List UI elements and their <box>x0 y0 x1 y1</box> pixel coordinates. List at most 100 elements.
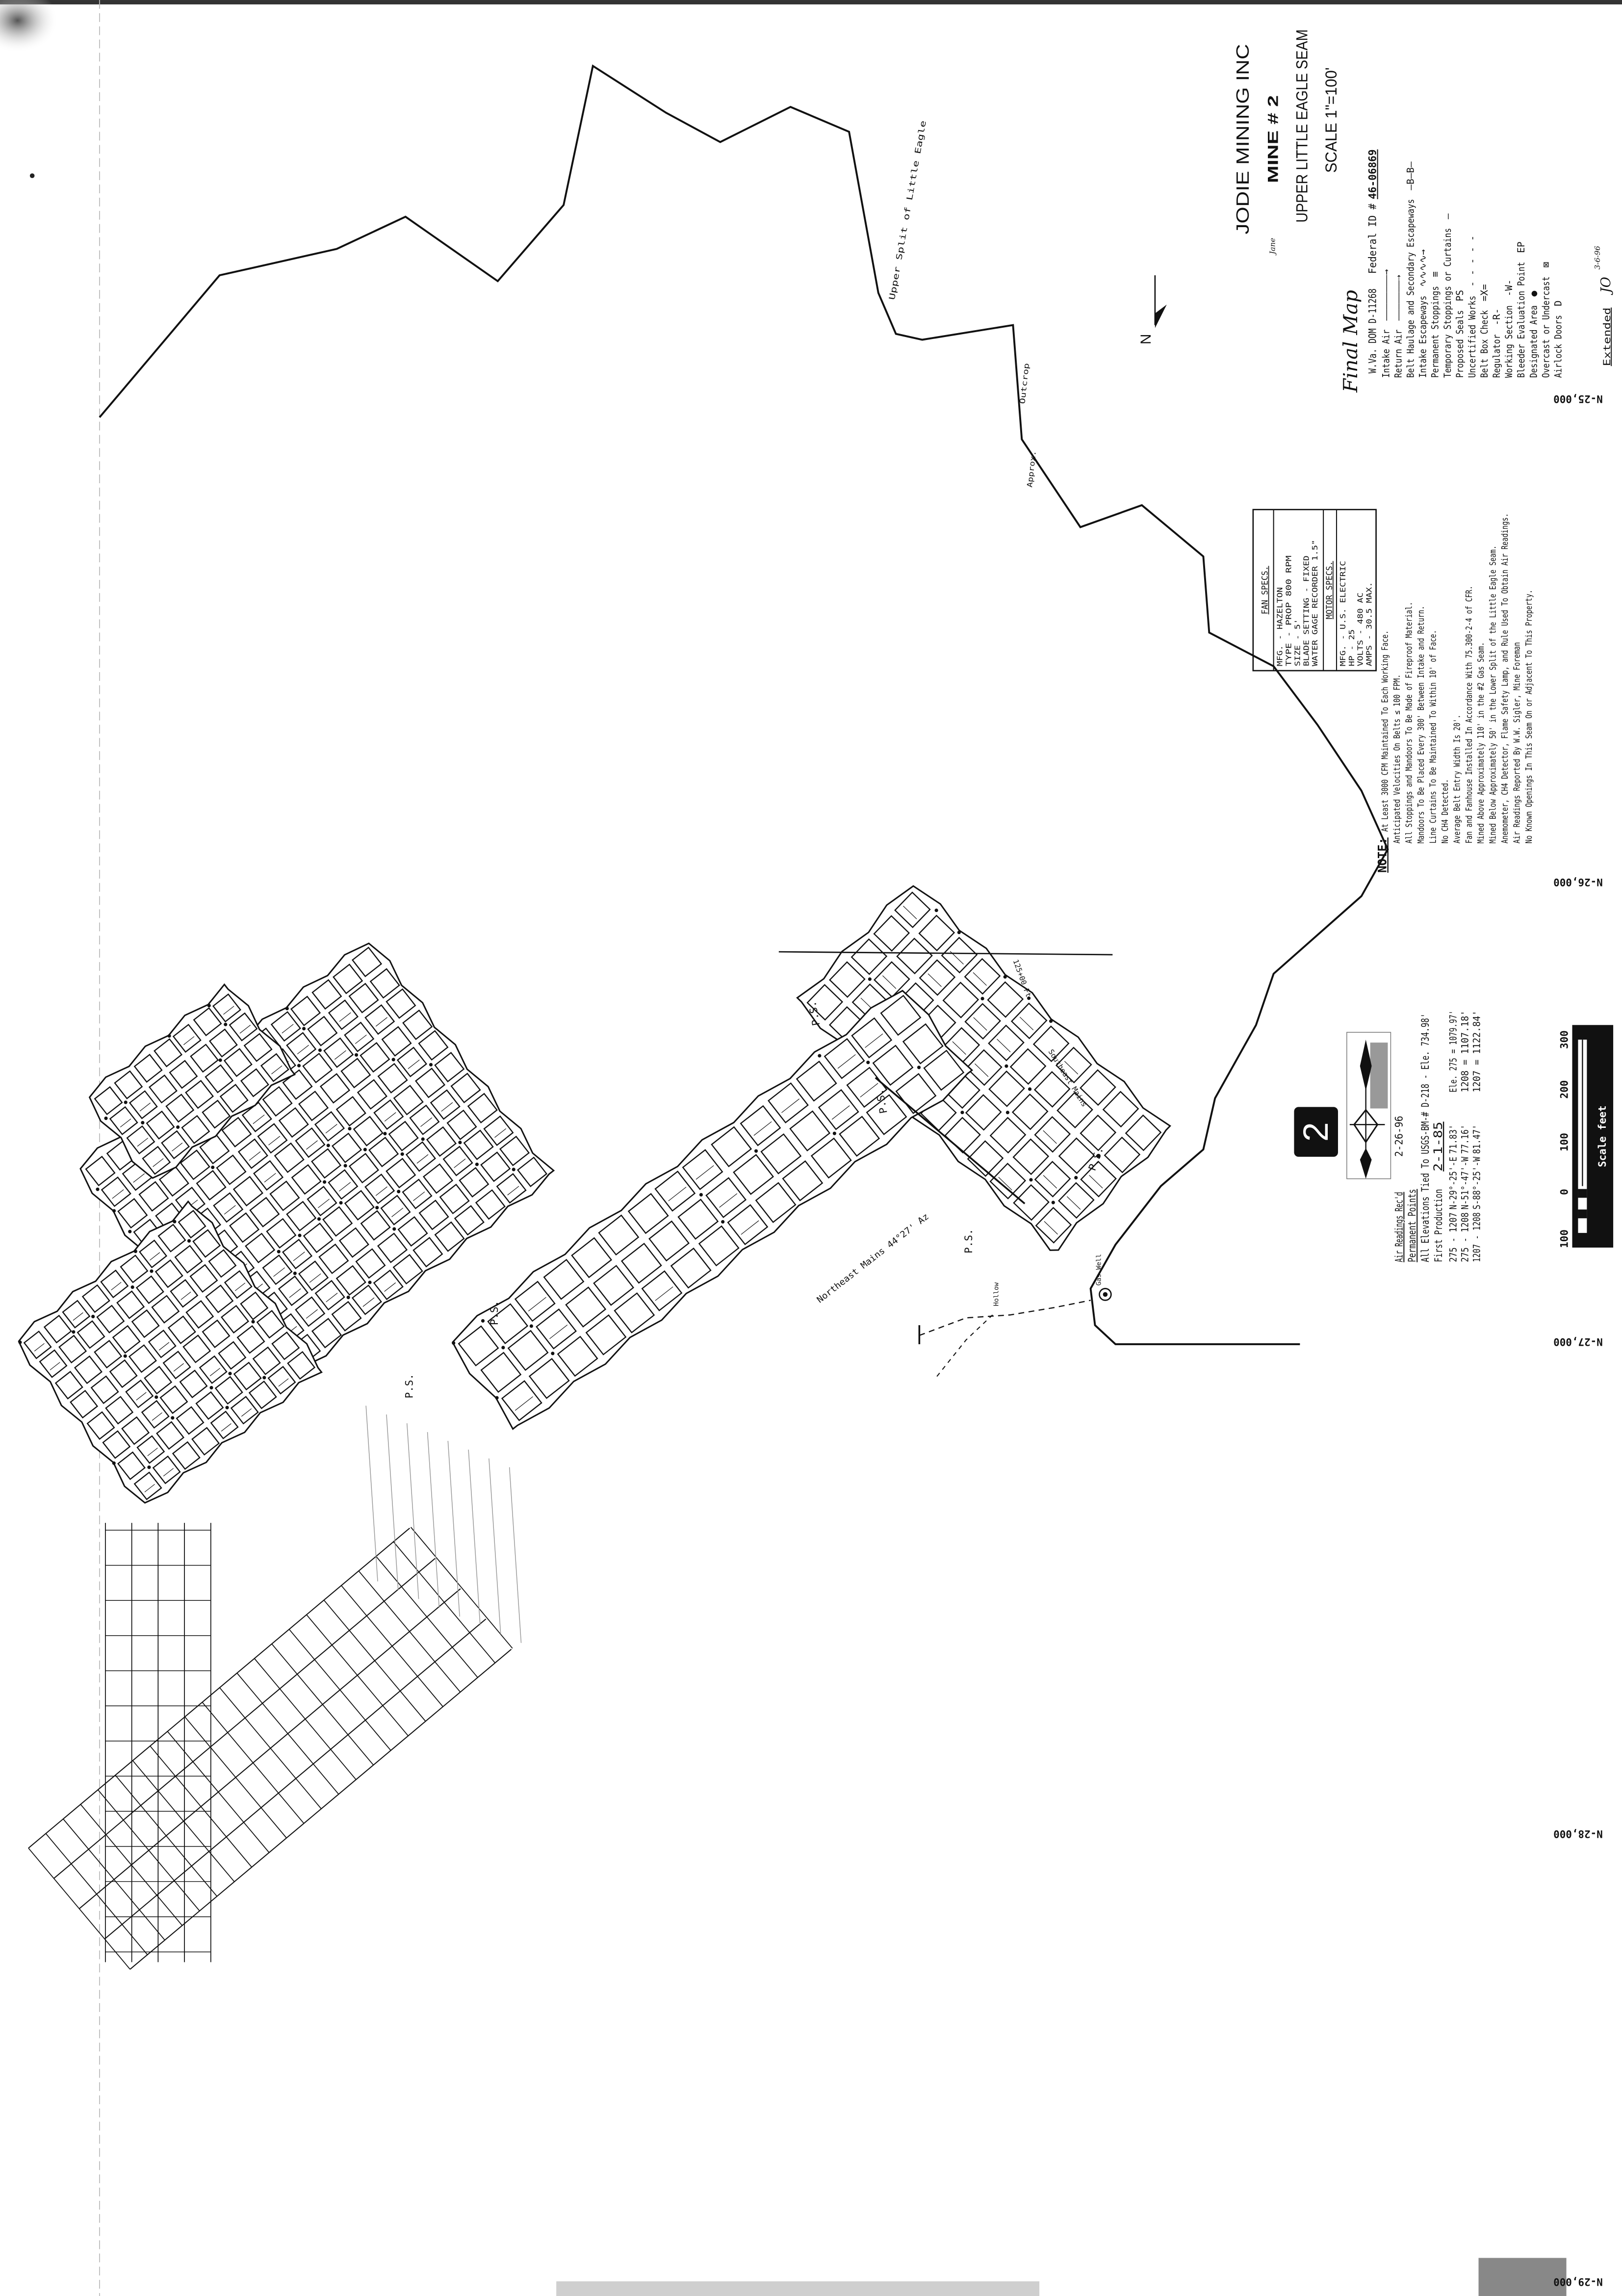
coal-pillar <box>181 1115 210 1144</box>
coal-pillar <box>182 1334 211 1363</box>
coal-pillar <box>172 1023 202 1053</box>
coal-pillar <box>380 1195 411 1226</box>
pillar-note <box>952 1041 966 1055</box>
coal-pillar <box>298 1260 329 1291</box>
coal-pillar <box>386 988 416 1019</box>
pillar-note <box>224 1205 236 1215</box>
coal-pillar <box>514 1280 556 1322</box>
pillar-note <box>384 1112 396 1122</box>
coal-pillar <box>1080 1069 1116 1106</box>
bearing-distance: 81.47' <box>1471 1124 1482 1154</box>
legend-label: Overcast or Undercast <box>1540 276 1551 378</box>
scale-tick-label: 200 <box>1559 1080 1571 1099</box>
coal-pillar <box>377 1232 408 1263</box>
pillar-note <box>655 1286 673 1301</box>
coal-pillar <box>402 1178 433 1209</box>
legend: Intake Air————————→Return Air———————⇢Bel… <box>1380 161 1564 378</box>
coal-pillar <box>333 964 363 994</box>
hatch-line <box>427 1432 440 1608</box>
coal-pillar <box>989 1117 1027 1154</box>
coal-pillar <box>434 1051 465 1083</box>
legend-symbol-icon: ————————→ <box>1380 269 1391 320</box>
coal-pillar <box>923 1049 965 1091</box>
coal-pillar <box>270 1011 301 1042</box>
survey-station-icon <box>209 1386 213 1390</box>
coal-pillar <box>360 1042 390 1073</box>
survey-station-icon <box>228 1372 232 1376</box>
note-line: All Stoppings and Mandoors To Be Made of… <box>1404 602 1414 843</box>
coal-pillar <box>1010 1002 1048 1040</box>
pillar-note <box>515 1396 533 1411</box>
coal-pillar <box>705 1177 747 1218</box>
coal-pillar <box>964 1003 1002 1040</box>
survey-station-icon <box>354 1053 359 1057</box>
proposed-seal-label: P.S. <box>404 1374 415 1398</box>
legend-symbol-icon: EP <box>1516 241 1527 253</box>
coal-pillar <box>942 982 979 1018</box>
survey-station-icon <box>866 1060 870 1065</box>
coal-pillar <box>139 1239 168 1269</box>
coal-pillar <box>1011 1093 1049 1130</box>
survey-station-icon <box>980 996 984 1001</box>
pillar-note <box>172 1143 183 1151</box>
coal-pillar <box>501 1380 542 1421</box>
coal-pillar <box>170 1279 199 1308</box>
coal-pillar <box>467 1093 498 1123</box>
pillar-note <box>73 1312 83 1321</box>
pillar-note <box>241 1408 252 1417</box>
coal-pillar <box>872 1044 914 1086</box>
note-line: Line Curtains To Be Maintained To Within… <box>1428 630 1438 843</box>
pillar-note <box>137 1138 149 1147</box>
fan-spec-row: BLADE SETTING - FIXED <box>1302 555 1311 666</box>
coal-pillar <box>459 1167 489 1198</box>
coal-pillar <box>158 1166 189 1197</box>
title-block: JODIE MINING INC Jane MINE # 2 UPPER LIT… <box>1233 29 1614 393</box>
pillar-note <box>494 1128 507 1138</box>
pillar-note <box>318 1199 330 1208</box>
coal-pillar <box>189 1264 218 1293</box>
pillar-note <box>209 1368 221 1377</box>
coal-pillar <box>216 1154 247 1185</box>
coal-pillar <box>141 1400 170 1429</box>
survey-station-icon <box>699 1193 703 1197</box>
legend-label: Permanent Stoppings <box>1430 286 1441 378</box>
coal-pillar <box>1013 1184 1050 1221</box>
survey-station-icon <box>317 1217 321 1221</box>
coal-pillar <box>109 1359 138 1388</box>
survey-station-icon <box>187 1239 191 1243</box>
coal-pillar <box>212 993 241 1023</box>
coal-pillar <box>1080 1160 1117 1198</box>
coal-pillar <box>136 1435 165 1464</box>
coal-pillar <box>90 1375 119 1404</box>
coal-pillar <box>318 1243 349 1275</box>
elevations-note: All Elevations Tied To USGS-BM-# D-218 -… <box>1419 1013 1431 1262</box>
legend-label: Temporary Stoppings or Curtains <box>1442 228 1453 378</box>
coal-pillar <box>240 1068 269 1097</box>
coal-pillar <box>782 1160 824 1201</box>
coal-pillar <box>873 915 910 952</box>
survey-station-icon <box>818 1054 822 1058</box>
coal-pillar <box>483 1115 514 1146</box>
survey-station-icon <box>832 1131 836 1135</box>
coal-pillar <box>307 1016 338 1046</box>
legend-label: Belt Haulage and Secondary Escapeways <box>1405 199 1416 378</box>
first-production-label: First Production <box>1433 1189 1444 1262</box>
bearing-points: 275 - 1208 <box>1460 1212 1471 1262</box>
coal-pillar <box>214 1376 243 1405</box>
coal-pillar <box>121 1416 150 1445</box>
survey-station-icon <box>150 1269 154 1273</box>
coal-pillar <box>409 1104 440 1135</box>
coal-pillar <box>873 961 910 998</box>
coal-pillar <box>172 1441 201 1470</box>
coal-pillar <box>174 1245 203 1274</box>
coal-pillar <box>627 1193 669 1234</box>
pillar-note <box>1066 1196 1081 1210</box>
old-works-panel-lower <box>18 1200 323 1504</box>
legend-label: Belt Box Check <box>1479 310 1490 378</box>
coal-pillar <box>442 1146 473 1176</box>
survey-station-icon <box>363 1148 367 1151</box>
notes-label: NOTE: <box>1375 837 1389 873</box>
pillar-note <box>268 1136 281 1146</box>
coal-pillar <box>894 891 931 928</box>
